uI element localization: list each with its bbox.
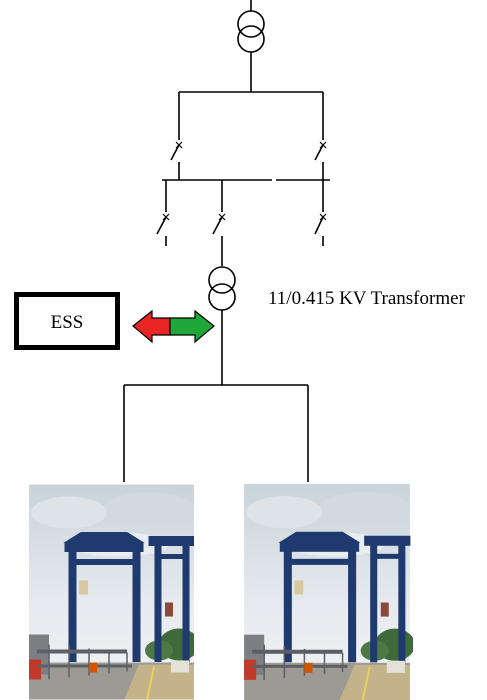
- lower-busbar: [123, 384, 309, 482]
- bidirectional-power-arrow-icon: [132, 309, 215, 344]
- circuit-breaker-icon: [170, 141, 183, 180]
- circuit-breaker-icon: [212, 213, 226, 266]
- transformer-label: 11/0.415 KV Transformer: [268, 288, 465, 309]
- middle-busbar: [162, 179, 330, 212]
- source-transformer-icon: [237, 0, 265, 92]
- ess-label: ESS: [50, 312, 84, 333]
- charge-arrow-icon: [169, 309, 215, 344]
- crane-photo-left: [29, 484, 194, 700]
- circuit-breaker-icon: [156, 213, 170, 246]
- discharge-arrow-icon: [132, 309, 171, 344]
- crane-photo-right: [243, 484, 413, 700]
- circuit-breaker-icon: [314, 213, 327, 246]
- ess-block: ESS: [14, 292, 120, 350]
- distribution-transformer-icon: [208, 266, 236, 385]
- circuit-breaker-icon: [314, 141, 327, 180]
- upper-busbar: [178, 91, 324, 140]
